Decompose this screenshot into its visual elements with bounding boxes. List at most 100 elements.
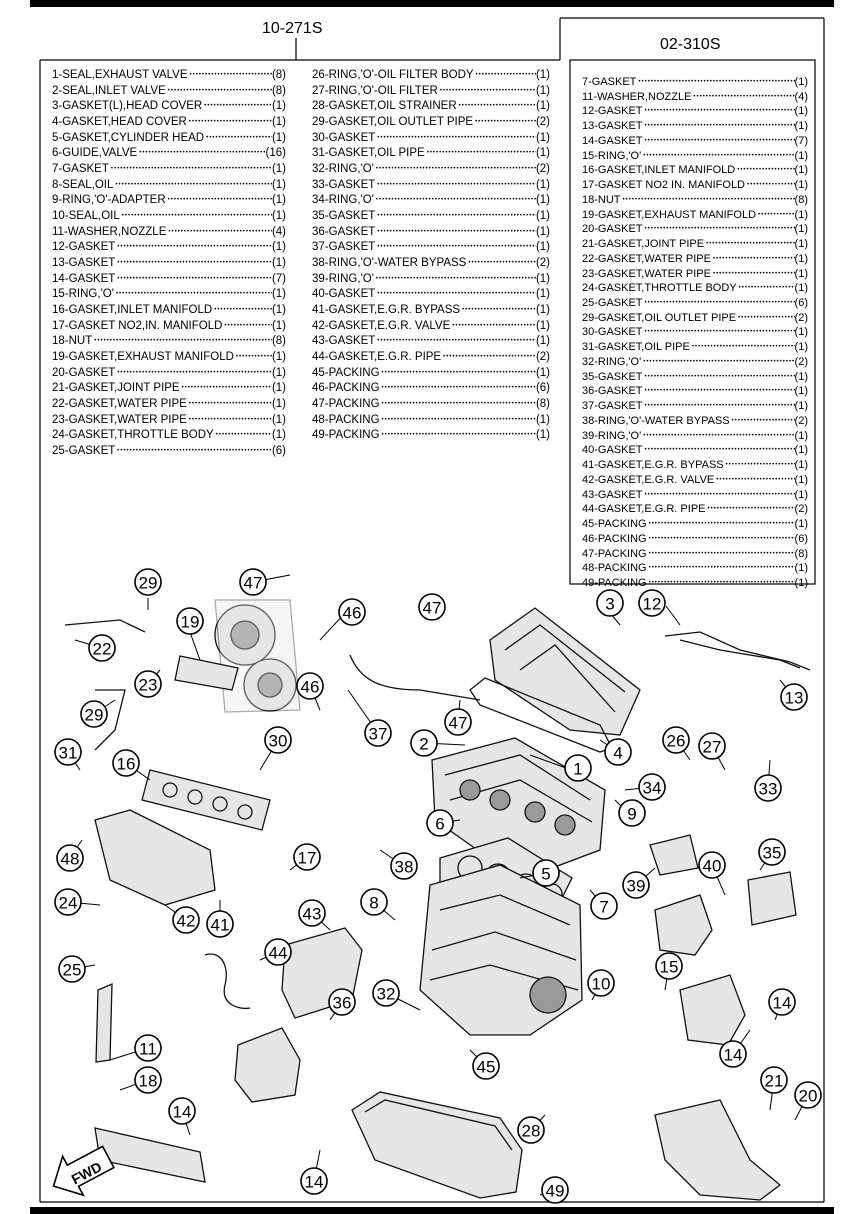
callout-circle <box>517 1116 545 1144</box>
callout-25: 25 <box>58 955 86 983</box>
callout-label: 27 <box>703 738 722 757</box>
part-quantity: (1) <box>794 76 808 88</box>
parts-list-row: 34-RING,'O'(1) <box>312 193 550 209</box>
callout-label: 37 <box>369 725 388 744</box>
part-quantity: (6) <box>794 532 808 545</box>
parts-list-row: 7-GASKET(1) <box>52 162 286 178</box>
part-name: 5-GASKET,CYLINDER HEAD <box>52 131 205 144</box>
callout-37: 37 <box>364 719 392 747</box>
callout-circle <box>134 568 162 596</box>
part-quantity: (2) <box>794 414 808 427</box>
parts-list-row: 6-GUIDE,VALVE(16) <box>52 146 286 162</box>
callout-label: 48 <box>61 850 80 869</box>
part-quantity: (1) <box>271 382 286 395</box>
callout-39: 39 <box>622 871 650 899</box>
part-quantity: (1) <box>535 304 550 317</box>
part-name: 21-GASKET,JOINT PIPE <box>582 238 705 251</box>
parts-list-row: 41-GASKET,E.G.R. BYPASS (1) <box>582 458 808 473</box>
part-name: 40-GASKET <box>582 444 643 457</box>
callout-31: 31 <box>54 738 82 766</box>
callout-label: 42 <box>177 912 196 931</box>
callout-circle <box>618 799 646 827</box>
parts-list-row: 30-GASKET(1) <box>582 325 808 340</box>
kit-right-title: 02-310S <box>660 36 721 53</box>
part-quantity: (8) <box>794 193 808 206</box>
part-name: 49-PACKING <box>582 576 647 589</box>
callout-42: 42 <box>172 906 200 934</box>
part-quantity: (1) <box>535 210 550 223</box>
callout-circle <box>328 988 356 1016</box>
callout-circle <box>134 1034 162 1062</box>
callout-label: 13 <box>785 689 804 708</box>
part-quantity: (1) <box>794 459 808 472</box>
part-name: 20-GASKET <box>582 223 643 236</box>
part-name: 38-RING,'O'-WATER BYPASS <box>312 257 467 270</box>
parts-list-row: 49-PACKING(1) <box>582 576 808 591</box>
parts-list-row: 15-RING,'O'(1) <box>582 149 808 164</box>
part-name: 41-GASKET,E.G.R. BYPASS <box>582 459 724 472</box>
part-quantity: (2) <box>535 163 550 176</box>
callout-circle <box>768 988 796 1016</box>
part-name: 44-GASKET,E.G.R. PIPE <box>582 503 706 516</box>
callout-label: 19 <box>181 613 200 632</box>
callout-label: 40 <box>703 857 722 876</box>
part-name: 26-RING,'O'-OIL FILTER BODY <box>312 69 474 81</box>
part-quantity: (1) <box>794 562 808 575</box>
part-quantity: (1) <box>794 282 808 295</box>
callout-label: 7 <box>599 898 608 917</box>
callout-label: 34 <box>643 779 662 798</box>
callout-label: 25 <box>63 961 82 980</box>
parts-list-row: 26-RING,'O'-OIL FILTER BODY(1) <box>312 68 550 84</box>
parts-list-row: 7-GASKET(1) <box>582 75 808 90</box>
callout-circle <box>794 1081 822 1109</box>
part-quantity: (1) <box>535 272 550 285</box>
part-name: 32-RING,'O' <box>312 163 374 176</box>
callout-label: 14 <box>305 1173 324 1192</box>
parts-list-row: 46-PACKING (6) <box>582 532 808 547</box>
bottom-border-bar <box>30 1207 834 1214</box>
part-name: 1-SEAL,EXHAUST VALVE <box>52 69 188 81</box>
callout-label: 47 <box>244 574 263 593</box>
injector-drawing <box>95 983 113 1063</box>
part-quantity: (1) <box>271 241 286 254</box>
parts-list-row: 25-GASKET(6) <box>52 444 286 460</box>
parts-list-row: 29-GASKET,OIL OUTLET PIPE(2) <box>312 115 550 131</box>
callout-3: 3 <box>596 589 624 617</box>
throttle-body-drawing <box>234 1027 301 1103</box>
part-quantity: (8) <box>271 335 286 348</box>
callout-circle <box>604 738 632 766</box>
callout-21: 21 <box>760 1066 788 1094</box>
callout-label: 41 <box>211 916 230 935</box>
part-name: 19-GASKET,EXHAUST MANIFOLD <box>582 208 757 221</box>
callout-circle <box>298 899 326 927</box>
callout-circle <box>264 726 292 754</box>
part-quantity: (1) <box>535 413 550 426</box>
callout-26: 26 <box>662 726 690 754</box>
parts-list-row: 23-GASKET,WATER PIPE(1) <box>52 413 286 429</box>
part-quantity: (1) <box>271 288 286 301</box>
part-name: 46-PACKING <box>582 532 647 545</box>
parts-list-row: 32-RING,'O' (2) <box>312 162 550 178</box>
parts-list-row: 14-GASKET(7) <box>582 134 808 149</box>
callout-41: 41 <box>206 910 234 938</box>
callout-label: 5 <box>541 865 550 884</box>
callout-33: 33 <box>754 774 782 802</box>
part-name: 6-GUIDE,VALVE <box>52 147 138 160</box>
part-name: 45-PACKING <box>582 518 647 531</box>
part-name: 9-RING,'O'-ADAPTER <box>52 194 166 207</box>
part-name: 18-NUT <box>52 335 93 348</box>
part-quantity: (1) <box>535 131 550 144</box>
part-quantity: (1) <box>271 398 286 411</box>
callout-label: 11 <box>139 1040 157 1059</box>
part-name: 45-PACKING <box>312 366 380 379</box>
part-name: 4-GASKET,HEAD COVER <box>52 116 187 129</box>
part-name: 11-WASHER,NOZZLE <box>582 90 692 103</box>
callout-40: 40 <box>698 851 726 879</box>
callout-circle <box>206 910 234 938</box>
part-name: 37-GASKET <box>312 241 376 254</box>
part-name: 41-GASKET,E.G.R. BYPASS <box>312 304 461 317</box>
parts-list-row: 42-GASKET,E.G.R. VALVE(1) <box>582 473 808 488</box>
part-quantity: (1) <box>535 225 550 238</box>
callout-label: 2 <box>419 735 428 754</box>
part-quantity: (2) <box>535 257 550 270</box>
